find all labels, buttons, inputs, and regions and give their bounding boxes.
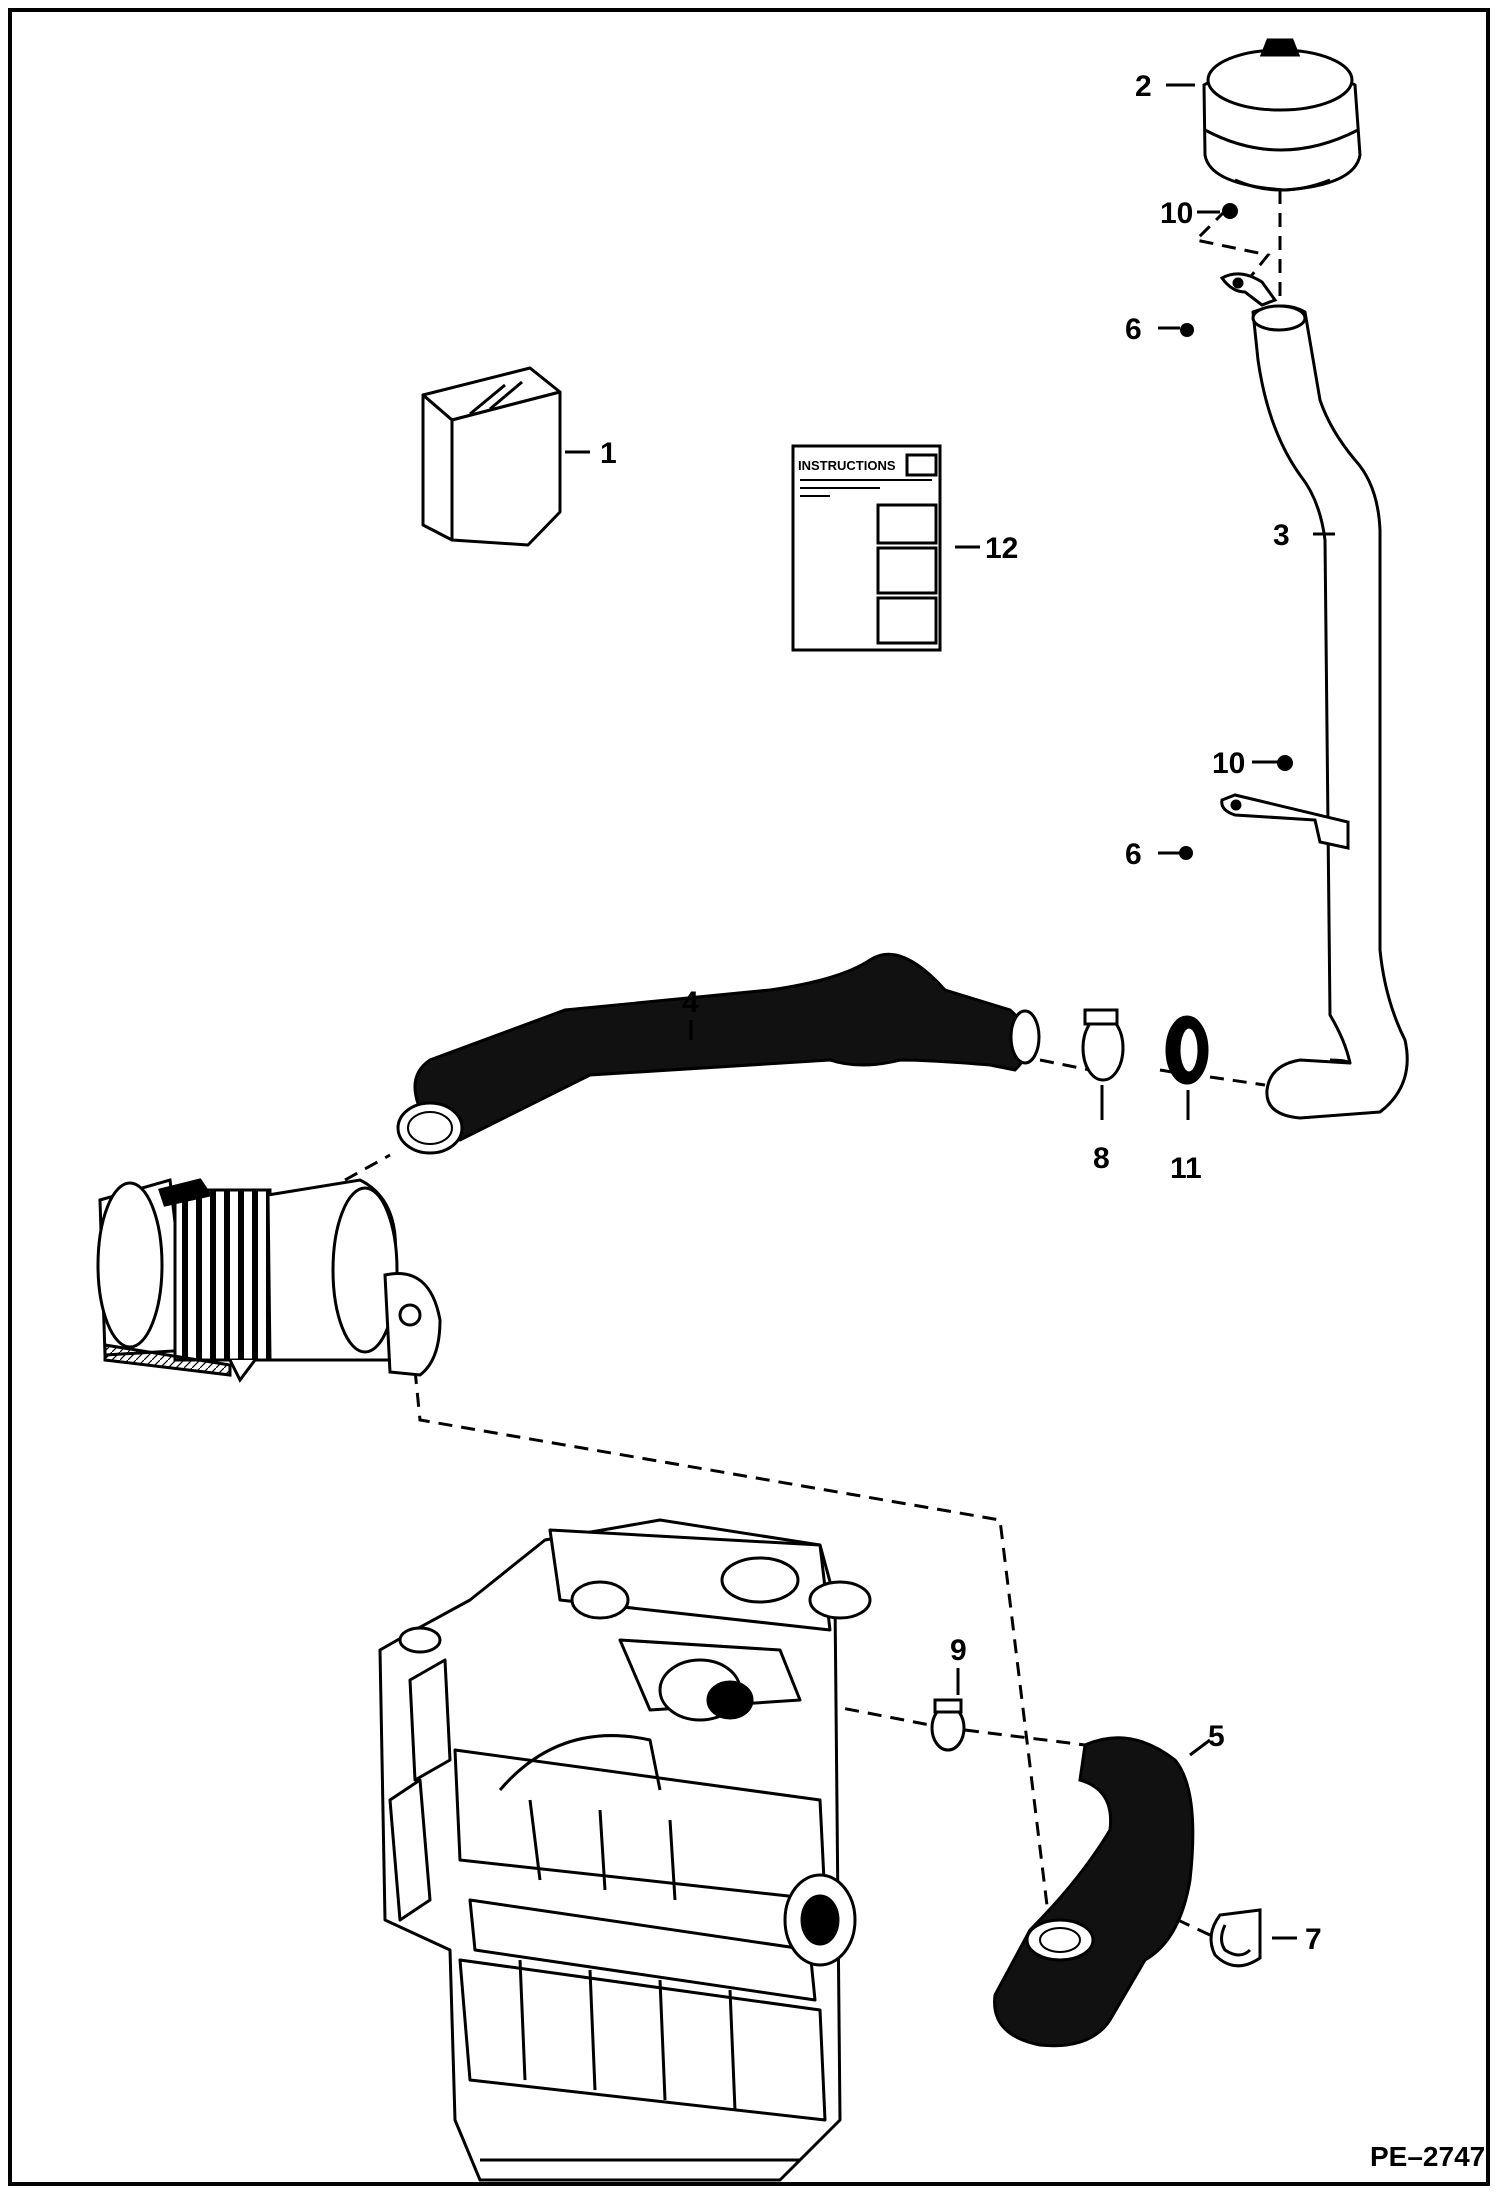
part-12-instructions-sheet [791,444,942,652]
part-1-box [421,366,562,547]
nut-10-lower [1277,755,1293,771]
upper-bracket [1219,272,1278,307]
callout-8: 8 [1093,1142,1110,1175]
part-7-clamp [1209,1908,1262,1968]
diagram-code: PE–2747 [1370,2141,1485,2172]
callout-12: 12 [985,532,1018,565]
callout-2: 2 [1135,70,1152,103]
part-5-elbow-hose [993,1736,1195,2048]
part-4-hose [396,952,1041,1155]
part-11-seal [1165,1015,1209,1085]
callout-10-lower: 10 [1212,747,1245,780]
instructions-label: INSTRUCTIONS [798,458,896,473]
leader-lines [565,83,1335,1940]
callout-3: 3 [1273,519,1290,552]
callout-labels: 2 10 6 3 1 12 10 6 4 8 11 9 5 7 [600,70,1322,1956]
part-2-precleaner [1202,38,1362,192]
diagram-frame [8,8,1490,2186]
callout-6-lower: 6 [1125,838,1142,871]
callout-9: 9 [950,1634,967,1667]
part-8-clamp [1081,1008,1125,1082]
hardware-nuts [1179,203,1293,860]
callout-4: 4 [682,986,699,1019]
engine-illustration [378,1518,872,2182]
callout-1: 1 [600,437,617,470]
callout-11: 11 [1170,1152,1202,1185]
callout-5: 5 [1208,1720,1225,1753]
air-cleaner-assembly [96,1178,442,1383]
nut-10-upper [1222,203,1238,219]
lower-bracket [1220,793,1350,850]
nut-6-upper [1180,323,1194,337]
callout-6-upper: 6 [1125,313,1142,346]
part-9-clamp [930,1698,966,1752]
callout-10-upper: 10 [1160,197,1193,230]
callout-7: 7 [1305,1923,1322,1956]
nut-6-lower [1179,846,1193,860]
part-3-intake-tube [1251,304,1409,1120]
